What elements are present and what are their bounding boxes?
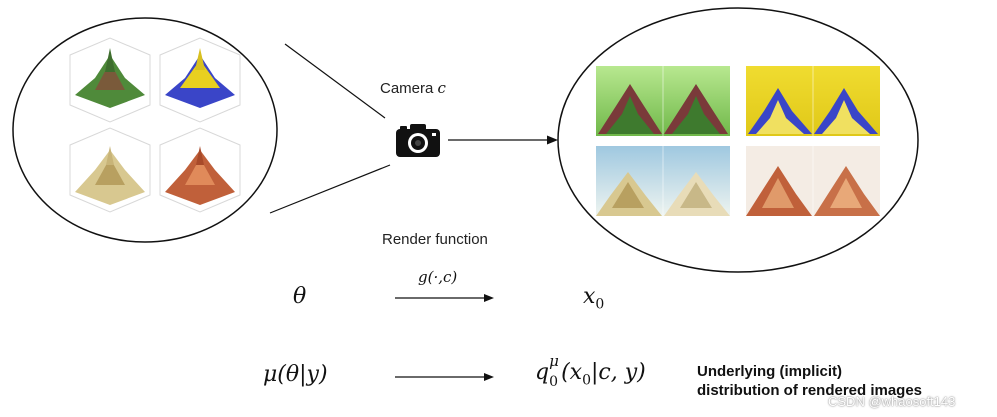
- asset-green-castle: [69, 37, 151, 123]
- x0-symbol: x0: [583, 284, 604, 312]
- q-subscript: 0: [549, 374, 559, 390]
- x0-base: x: [583, 284, 596, 309]
- mu-expression: μ(θ|y): [263, 362, 328, 387]
- camera-variable: c: [437, 79, 446, 97]
- x0-subscript: 0: [595, 296, 605, 313]
- render-function-label: Render function: [382, 231, 488, 248]
- render-yellow-blue: [746, 66, 880, 136]
- theta-arrow-head: [484, 294, 494, 302]
- mu-arrow-head: [484, 373, 494, 381]
- watermark: CSDN @whaosoft143: [828, 394, 956, 409]
- render-function-expr: g(·,c): [418, 268, 458, 286]
- render-sand: [596, 146, 730, 216]
- camera-label-text: Camera: [380, 80, 434, 97]
- distribution-caption: Underlying (implicit) distribution of re…: [697, 362, 922, 400]
- camera-label: Camera c: [380, 79, 446, 97]
- q-args-open: (x: [561, 360, 583, 385]
- q-superscript: μ: [549, 352, 559, 370]
- q-args-subscript: 0: [582, 372, 592, 389]
- projection-line-bottom: [269, 164, 391, 214]
- asset-terracotta-castle: [159, 127, 241, 213]
- projection-line-top: [284, 43, 386, 119]
- camera-arrow-head: [547, 135, 558, 145]
- theta-symbol: θ: [293, 284, 307, 309]
- left-ellipse: [12, 17, 278, 243]
- q-args-rest: |c, y): [591, 360, 646, 385]
- caption-line-2: distribution of rendered images: [697, 382, 923, 399]
- render-green: [596, 66, 730, 136]
- right-ellipse: [557, 7, 919, 273]
- caption-line-1: Underlying (implicit): [697, 363, 843, 380]
- render-terracotta: [746, 146, 880, 216]
- q-base: q: [535, 360, 550, 385]
- asset-sand-castle: [69, 127, 151, 213]
- camera-icon: [394, 121, 442, 159]
- asset-blue-yellow-castle: [159, 37, 241, 123]
